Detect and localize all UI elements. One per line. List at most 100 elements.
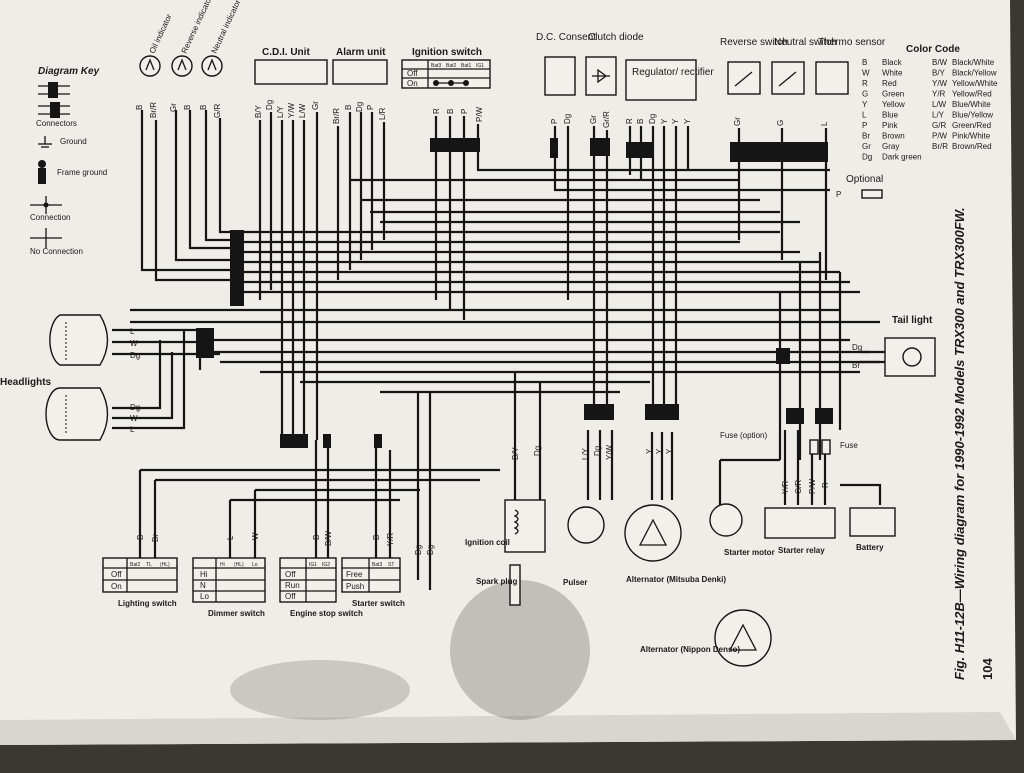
ignition-coil: Ignition coil <box>465 499 546 553</box>
wire-label: P/W <box>808 478 817 494</box>
wire-label: B <box>636 119 645 124</box>
wire-label: Br <box>852 361 860 370</box>
switch-col: (HL) <box>234 562 244 568</box>
switch-row: Hi <box>200 570 208 579</box>
diagram-key-title: Diagram Key <box>38 66 100 77</box>
fuse-option-label: Fuse (option) <box>720 431 767 440</box>
ignition-switch: Ignition switch Off On Bat3 Bat2 Bat1 IG… <box>401 47 491 122</box>
switch-col: TL <box>146 562 152 568</box>
wire-label: B <box>183 105 192 110</box>
dc-consent: D.C. Consent P Dg <box>536 32 596 124</box>
ignition-col: IG1 <box>476 63 484 69</box>
color-code-abbr: Y/W <box>932 79 948 88</box>
switch-col: IG1 <box>309 562 317 568</box>
headlights-label: Headlights <box>0 377 52 388</box>
wire-label: P <box>836 190 841 199</box>
color-code-abbr: L <box>862 111 867 120</box>
starter-relay-label: Starter relay <box>778 546 825 555</box>
switch-col: Lo <box>252 562 258 568</box>
color-code-name: Green <box>882 90 904 99</box>
switch-row: On <box>111 582 122 591</box>
color-code-abbr: Y <box>862 100 868 109</box>
switch-col: (HL) <box>160 562 170 568</box>
color-code-abbr: W <box>862 69 870 78</box>
color-code-name: Pink/White <box>952 132 991 141</box>
wire-label: Y <box>645 448 654 454</box>
switch-col: Bat3 <box>372 562 383 568</box>
lighting-switch: Off On Bat2 TL (HL) Lighting switch <box>102 557 178 608</box>
wire-label: Y/W <box>287 102 296 118</box>
color-code-name: Black/White <box>952 58 995 67</box>
starter-motor-label: Starter motor <box>724 548 775 557</box>
pulser: Pulser <box>563 506 605 587</box>
wire-label: B/Y <box>254 104 263 118</box>
color-code-abbr: G/R <box>932 121 946 130</box>
cdi-unit: C.D.I. Unit B/Y Dg L/Y Y/W L/W Gr <box>254 47 328 118</box>
ignition-coil-label: Ignition coil <box>465 538 510 547</box>
switch-row: Push <box>346 582 364 591</box>
color-code-abbr: Gr <box>862 142 871 151</box>
page-edge <box>0 712 1016 745</box>
wire-label: G <box>776 120 785 126</box>
wire-label: Gr <box>169 103 178 112</box>
wire-label: R <box>432 108 441 114</box>
regulator-rectifier: Regulator/ rectifier R B Dg Y Y Y <box>625 59 714 124</box>
color-code-name: Yellow <box>882 100 905 109</box>
color-code-name: Green/Red <box>952 121 991 130</box>
wire-label: Dg <box>130 351 140 360</box>
color-code-abbr: B/Y <box>932 69 946 78</box>
wire-label: Dg <box>593 446 602 456</box>
switch-row: Lo <box>200 592 209 601</box>
color-code-name: Yellow/Red <box>952 90 992 99</box>
wire-label: B <box>199 105 208 110</box>
wire-label: Br <box>151 534 160 542</box>
wire-label: B/Y <box>511 446 520 460</box>
optional-label: Optional <box>846 174 883 185</box>
tail-light-label: Tail light <box>892 315 933 326</box>
ignition-col: Bat1 <box>461 63 472 69</box>
color-code-name: Blue/White <box>952 100 991 109</box>
wire-label: B <box>372 535 381 540</box>
ignition-row-off: Off <box>407 69 418 78</box>
wire-label: B <box>136 535 145 540</box>
wire-label: L/Y <box>581 447 590 460</box>
wire-label: Gr <box>311 101 320 110</box>
wire-label: Dg <box>563 114 572 124</box>
wire-label: G/R <box>213 104 222 118</box>
wire-label: Br/R <box>332 108 341 124</box>
alternator-mitsuba-label: Alternator (Mitsuba Denki) <box>626 575 726 584</box>
frame-ground-label: Frame ground <box>57 168 107 177</box>
spark-plug: Spark plug <box>476 564 521 606</box>
color-code-name: Brown/Red <box>952 142 992 151</box>
color-code-abbr: Br/R <box>932 142 948 151</box>
switch-row: Off <box>111 570 122 579</box>
wire-label: Dg <box>414 545 423 555</box>
regulator-title: Regulator/ rectifier <box>632 67 714 78</box>
starter-relay: Starter relay <box>764 507 836 555</box>
wire-label: P/W <box>475 106 484 122</box>
color-code-name: White <box>882 69 903 78</box>
wire-label: L <box>226 535 235 540</box>
color-code-name: Red <box>882 79 897 88</box>
color-code-abbr: L/Y <box>932 111 945 120</box>
switch-col: Bat2 <box>130 562 141 568</box>
color-code-abbr: P <box>862 121 867 130</box>
color-code-name: Pink <box>882 121 899 130</box>
wire-label: Y/R <box>386 532 395 546</box>
wire-label: Y <box>683 118 692 124</box>
wire-label: L/W <box>298 103 307 118</box>
wire-label: Y/W <box>605 444 614 460</box>
cdi-unit-title: C.D.I. Unit <box>262 47 310 58</box>
no-connection-label: No Connection <box>30 247 83 256</box>
wire-label: Dg <box>265 100 274 110</box>
figure-caption: Fig. H11-12B—Wiring diagram for 1990-199… <box>952 207 967 680</box>
engine-stop-switch: Off Run Off IG1 IG2 Engine stop switch <box>279 557 363 618</box>
wire-label: P <box>366 105 375 110</box>
main-harness <box>112 110 885 590</box>
neutral-switch: Neutral switch G <box>771 37 837 126</box>
color-code-name: Black <box>882 58 903 67</box>
smudge <box>450 580 590 720</box>
reverse-switch: Reverse switch Gr <box>720 37 788 126</box>
starter-switch-title: Starter switch <box>352 599 405 608</box>
